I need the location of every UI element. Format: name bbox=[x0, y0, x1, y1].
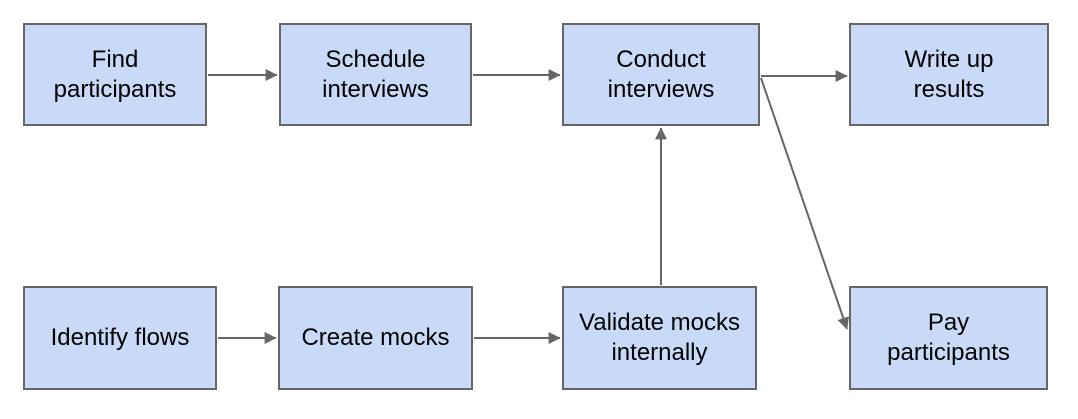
node-validate-mocks-internally: Validate mocks internally bbox=[562, 286, 757, 390]
node-pay-participants: Pay participants bbox=[849, 286, 1048, 390]
node-conduct-interviews: Conduct interviews bbox=[562, 23, 760, 126]
node-write-up-results-label: Write up results bbox=[904, 45, 994, 103]
node-identify-flows: Identify flows bbox=[23, 286, 217, 390]
node-find-participants-label: Find participants bbox=[53, 45, 177, 103]
node-create-mocks-label: Create mocks bbox=[301, 324, 450, 351]
node-validate-mocks-internally-label: Validate mocks internally bbox=[579, 309, 740, 366]
node-create-mocks: Create mocks bbox=[278, 286, 473, 390]
node-identify-flows-label: Identify flows bbox=[50, 324, 190, 351]
node-find-participants: Find participants bbox=[23, 23, 207, 126]
node-conduct-interviews-label: Conduct interviews bbox=[607, 45, 715, 103]
node-schedule-interviews: Schedule interviews bbox=[279, 23, 472, 126]
node-write-up-results: Write up results bbox=[849, 23, 1049, 126]
node-pay-participants-label: Pay participants bbox=[887, 309, 1010, 366]
edge-conduct-to-pay bbox=[760, 77, 849, 330]
node-schedule-interviews-label: Schedule interviews bbox=[322, 45, 429, 103]
